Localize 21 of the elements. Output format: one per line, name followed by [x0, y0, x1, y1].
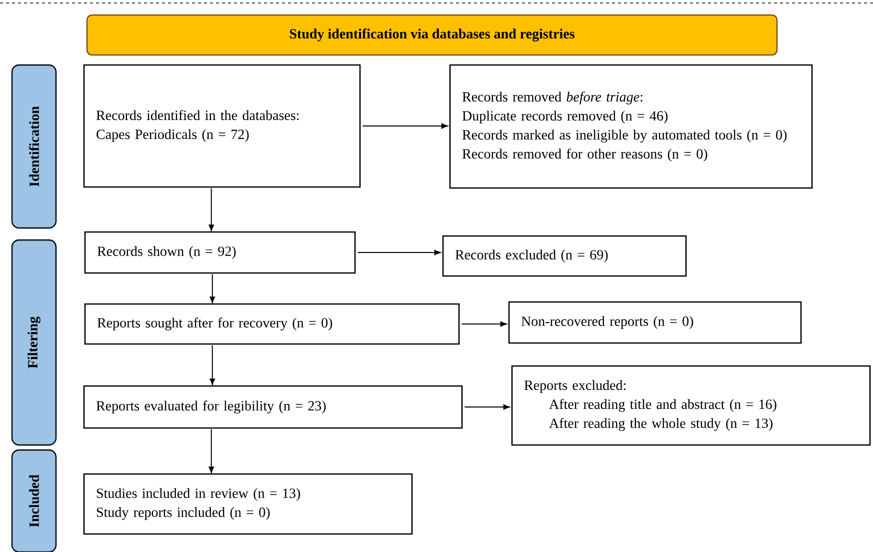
- process-box: Non-recovered reports (n = 0): [508, 301, 802, 344]
- arrow: [208, 188, 214, 232]
- process-box: Reports sought after for recovery (n = 0): [84, 303, 460, 345]
- process-box: Records identified in the databases: Capes Periodicals (n = 72): [83, 64, 361, 188]
- arrow: [210, 344, 215, 386]
- process-box: Records removed before triage: Duplicate records removed (n = 46) Records marked as ineligible by automated tools (n = 0) Records removed for other reasons (n = 0): [449, 64, 813, 189]
- stage-label: Included: [11, 449, 57, 552]
- arrow: [362, 123, 448, 129]
- arrow: [461, 321, 507, 327]
- arrow: [210, 274, 215, 304]
- process-box: Records shown (n = 92): [84, 231, 356, 274]
- process-box: Reports excluded: After reading title and abstract (n = 16) After reading the whole study (n = 13): [511, 365, 871, 446]
- stage-label: Filtering: [11, 239, 57, 446]
- arrow: [208, 428, 214, 474]
- process-box: Studies included in review (n = 13) Study reports included (n = 0): [83, 473, 413, 535]
- arrow: [357, 250, 441, 256]
- process-box: Reports evaluated for legibility (n = 23): [83, 385, 463, 429]
- stage-label: Identification: [11, 64, 57, 229]
- heading-band: Study identification via databases and registries: [86, 14, 778, 56]
- arrow: [464, 404, 510, 410]
- process-box: Records excluded (n = 69): [442, 235, 687, 277]
